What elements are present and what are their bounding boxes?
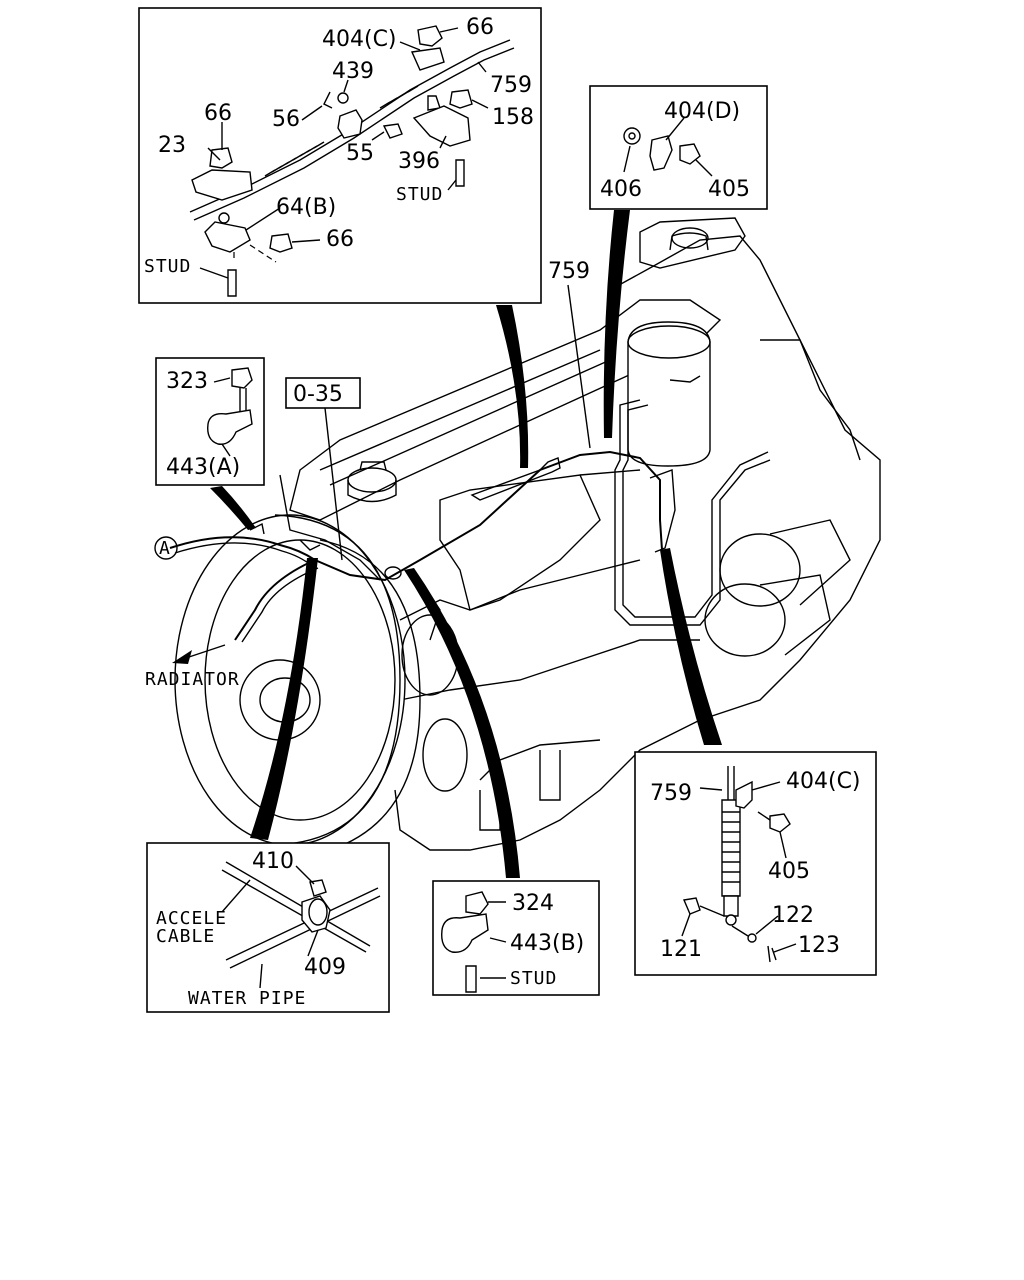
detail-box-accel-cable-bracket: 404(C) 66 439 759 66 56 158 23 55 396 ST… bbox=[138, 7, 542, 304]
detail-box-accel-frame bbox=[146, 842, 390, 1013]
reference-0-35: 0-35 bbox=[293, 382, 343, 407]
callout-23: 23 bbox=[158, 133, 186, 158]
callout-66-bottom: 66 bbox=[326, 227, 354, 252]
label-cable: CABLE bbox=[156, 926, 215, 947]
callout-759-top: 759 bbox=[490, 73, 532, 98]
callout-323: 323 bbox=[166, 369, 208, 394]
label-accele: ACCELE bbox=[156, 908, 227, 929]
callout-759-bottom: 759 bbox=[650, 781, 692, 806]
callout-123: 123 bbox=[798, 933, 840, 958]
leader-0-35 bbox=[324, 407, 343, 561]
callout-396: 396 bbox=[398, 149, 440, 174]
callout-404d: 404(D) bbox=[664, 99, 740, 124]
detail-box-frame bbox=[138, 7, 542, 304]
leader-759-main bbox=[567, 284, 591, 449]
callout-66-top: 66 bbox=[466, 15, 494, 40]
label-water-pipe: WATER PIPE bbox=[188, 988, 306, 1009]
callout-404c-top: 404(C) bbox=[322, 27, 397, 52]
detail-box-cable-end: 759 404(C) 405 122 121 123 bbox=[634, 751, 877, 976]
callout-410: 410 bbox=[252, 849, 294, 874]
callout-56: 56 bbox=[272, 107, 300, 132]
marker-a-circle bbox=[154, 536, 178, 560]
accelerator-cable-routing bbox=[169, 450, 676, 643]
detail-box-404d: 404(D) 406 405 bbox=[589, 85, 768, 210]
callout-122: 122 bbox=[772, 903, 814, 928]
callout-409: 409 bbox=[304, 955, 346, 980]
detail-box-404d-frame bbox=[589, 85, 768, 210]
detail-box-443a: 323 443(A) bbox=[155, 357, 265, 486]
callout-439: 439 bbox=[332, 59, 374, 84]
detail-box-accel-water-pipe: 410 ACCELE CABLE 409 WATER PIPE bbox=[146, 842, 390, 1013]
label-stud-top-right: STUD bbox=[396, 184, 443, 205]
callout-66-left: 66 bbox=[204, 101, 232, 126]
callout-64b: 64(B) bbox=[276, 195, 336, 220]
callout-405-top: 405 bbox=[708, 177, 750, 202]
callout-405-bottom: 405 bbox=[768, 859, 810, 884]
callout-406: 406 bbox=[600, 177, 642, 202]
callout-121: 121 bbox=[660, 937, 702, 962]
label-stud-top-left: STUD bbox=[144, 256, 191, 277]
callout-443b: 443(B) bbox=[510, 931, 584, 956]
marker-a: A bbox=[159, 538, 171, 559]
callout-759-main: 759 bbox=[548, 259, 590, 284]
callout-55: 55 bbox=[346, 141, 374, 166]
radiator-arrow bbox=[172, 644, 226, 664]
label-radiator: RADIATOR bbox=[145, 669, 240, 690]
callout-443a: 443(A) bbox=[166, 455, 240, 480]
callout-324: 324 bbox=[512, 891, 554, 916]
label-stud-bottom: STUD bbox=[510, 968, 557, 989]
callout-158: 158 bbox=[492, 105, 534, 130]
ref-box-0-35 bbox=[285, 377, 361, 409]
detail-pointers bbox=[210, 210, 722, 878]
detail-box-443b: 324 443(B) STUD bbox=[432, 880, 600, 996]
callout-404c-bottom: 404(C) bbox=[786, 769, 861, 794]
